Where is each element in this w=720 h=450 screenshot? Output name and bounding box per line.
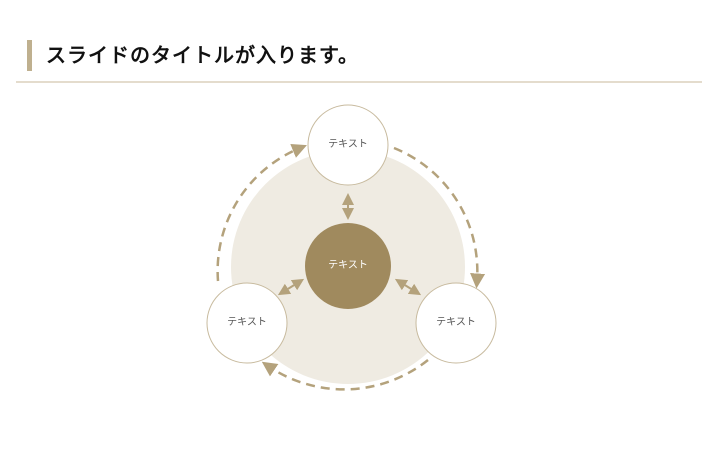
cycle-arrow-top-to-right (393, 146, 486, 289)
node-left-circle (206, 282, 288, 364)
node-top-label: テキスト (328, 139, 368, 150)
cycle-arrow-right-to-left (261, 359, 429, 391)
cycle-arrow-left-to-top (216, 143, 307, 282)
slide-title: スライドのタイトルが入ります。 (46, 43, 359, 67)
node-right-circle (415, 282, 497, 364)
node-top-circle (307, 104, 389, 186)
link-arrow-left (277, 278, 305, 296)
node-right-label: テキスト (436, 317, 476, 328)
center-node-label: テキスト (328, 260, 368, 271)
title-divider (16, 81, 702, 83)
title-accent-bar (27, 40, 32, 71)
link-arrow-right (394, 278, 422, 296)
center-circle (305, 223, 391, 309)
node-left-label: テキスト (227, 317, 267, 328)
